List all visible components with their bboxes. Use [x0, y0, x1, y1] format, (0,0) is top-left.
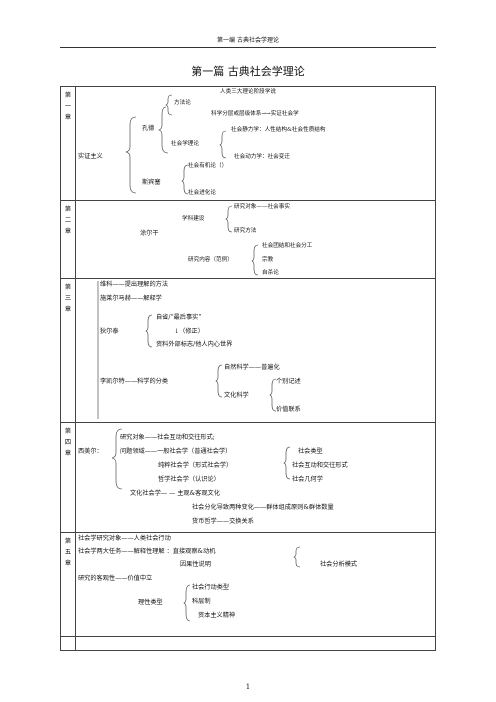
- chapter-char: 四: [64, 439, 72, 446]
- node-label: 研究对象——社会互动和交往形式;: [120, 434, 215, 441]
- node-label: 价值联系: [276, 406, 301, 413]
- node-label: 货币哲学——交换关系: [192, 518, 254, 525]
- node-label: 社会互动和交往形式: [292, 462, 348, 469]
- page-title: 第一篇 古典社会学理论: [191, 65, 305, 78]
- node-label: 李凯尔特——科学的分类: [100, 378, 169, 385]
- chapter-char: 第: [64, 284, 72, 291]
- node-label: 社会进化论: [188, 190, 216, 196]
- chapter-char: 第: [64, 538, 72, 545]
- chapter-char: 章: [64, 306, 72, 313]
- node-label: 资本主义精神: [198, 612, 236, 619]
- chapter-char: 章: [64, 560, 72, 567]
- chapter-3-label: 第 三 章: [61, 282, 75, 315]
- chapter-3-content: 维科——提出理解的方法 施莱尔马赫——解释学 狄尔泰 自省/“最后事实” ↓（修…: [75, 278, 436, 423]
- chapter-5-content: 社会学研究对象——人类社会行动 社会学两大任务——解释性理解 ：直接观察&动机 …: [75, 532, 436, 637]
- chapter-1-label: 第 一 章: [61, 90, 75, 123]
- node-label: 研究的客观性——价值中立: [78, 575, 153, 582]
- chapter-5-row: 第 五 章 社会学研究对象——人类社会行动 社会学两大任务——解释性理解 ：直接…: [60, 532, 436, 637]
- chapter-1-label-cell: 第 一 章: [60, 86, 76, 201]
- node-label: 社会几何学: [292, 476, 323, 483]
- chapter-char: 第: [64, 428, 72, 435]
- chapter-5-label: 第 五 章: [61, 536, 75, 569]
- node-label: 社会团结和社会分工: [262, 243, 313, 249]
- chapter-char: 章: [64, 114, 72, 121]
- node-label: 研究内容（范例）: [188, 257, 233, 263]
- node-label: 宗教: [262, 257, 274, 263]
- chapter-char: 一: [64, 103, 72, 110]
- chapter-2-brackets: [225, 205, 259, 276]
- node-label: 理性类型: [138, 599, 163, 606]
- chapter-char: 三: [64, 295, 72, 302]
- node-label: 科学分层或层级体系→→实证社会学: [211, 111, 299, 117]
- chapter-2-row: 第 二 章 涂尔干 学科建设 研究对象——社会事实 研究方法 研究内容（范例） …: [60, 200, 436, 279]
- chapter-1-content: 实证主义 孔德 方法论 人类三大理论阶段学说 科学分层或层级体系→→实证社会学 …: [75, 86, 436, 201]
- node-label: 狄尔泰: [100, 328, 119, 335]
- node-label: 施莱尔马赫——解释学: [100, 295, 162, 302]
- chapter-5-label-cell: 第 五 章: [60, 532, 76, 637]
- node-label: 学科建设: [182, 216, 205, 222]
- chapter-char: 第: [64, 92, 72, 99]
- node-label: 人类三大理论阶段学说: [220, 89, 276, 95]
- node-label: 社会学两大任务——解释性理解 ：直接观察&动机: [78, 548, 216, 555]
- chapter-2-label-cell: 第 二 章: [60, 200, 76, 279]
- running-header: 第一编 古典社会学理论: [217, 37, 279, 44]
- node-label: 社会类型: [298, 448, 323, 455]
- node-label: 斯宾塞: [142, 179, 161, 186]
- empty-cell: [60, 636, 76, 651]
- chapter-3-row: 第 三 章 维科——提出理解的方法 施莱尔马赫——解释学 狄尔泰 自省/“最后事…: [60, 278, 436, 423]
- node-label: 科层制: [192, 598, 211, 605]
- node-label: 西美尔：: [78, 448, 103, 455]
- empty-row: [60, 636, 436, 651]
- node-label: 社会学理论: [171, 141, 199, 147]
- node-label: 自杀论: [262, 270, 279, 276]
- node-label: ↓（修正）: [174, 328, 204, 335]
- chapter-char: 第: [64, 206, 72, 213]
- header-rule: [60, 47, 436, 48]
- node-label: 社会静力学：人性结构&社会性质结构: [231, 127, 326, 133]
- node-label: 社会动力学：社会变迁: [234, 154, 290, 160]
- node-label: 纯粹社会学（形式社会学）: [158, 462, 233, 469]
- chapter-2-label: 第 二 章: [61, 204, 75, 237]
- chapter-4-label: 第 四 章: [61, 426, 75, 459]
- chapter-1-brackets: [125, 94, 227, 195]
- node-label: 社会学研究对象——人类社会行动: [78, 535, 171, 542]
- node-label: 文化社会学— — 主观&客观文化: [130, 490, 220, 497]
- chapter-char: 二: [64, 217, 72, 224]
- node-label: 自省/“最后事实”: [156, 314, 202, 321]
- node-label: 资料外部标志/他人内心世界: [156, 341, 233, 348]
- empty-cell: [75, 636, 436, 651]
- node-label: 方法论: [174, 100, 191, 106]
- node-label: 社会有机论（）: [188, 163, 228, 169]
- chapter-3-label-cell: 第 三 章: [60, 278, 76, 423]
- node-label: 研究对象——社会事实: [234, 204, 290, 210]
- node-label: 文化科学: [224, 392, 249, 399]
- page-number: 1: [245, 683, 251, 691]
- chapter-char: 章: [64, 228, 72, 235]
- chapter-4-row: 第 四 章 西美尔： 研究对象——社会互动和交往形式; 问题领域——一般社会学（…: [60, 422, 436, 533]
- node-label: 社会分化导致两种变化——群体组成原则&群体数量: [192, 504, 334, 511]
- chapter-2-content: 涂尔干 学科建设 研究对象——社会事实 研究方法 研究内容（范例） 社会团结和社…: [75, 200, 436, 279]
- chapter-1-row: 第 一 章 实证主义 孔德 方法论 人类三大理论阶段学说 科学分层或层级体系→→…: [60, 86, 436, 201]
- node-label: 个别记述: [276, 378, 301, 385]
- outline-table: 第 一 章 实证主义 孔德 方法论 人类三大理论阶段学说 科学分层或层级体系→→…: [60, 86, 436, 651]
- chapter-4-label-cell: 第 四 章: [60, 422, 76, 533]
- chapter-4-content: 西美尔： 研究对象——社会互动和交往形式; 问题领域——一般社会学（普通社会学）…: [75, 422, 436, 533]
- root-label: 实证主义: [78, 153, 103, 160]
- node-label: 哲学社会学（认识论）: [158, 476, 220, 483]
- chapter-char: 章: [64, 450, 72, 457]
- node-label: 自然科学——普遍化: [224, 364, 280, 371]
- node-label: 问题领域——一般社会学（普通社会学）: [120, 448, 232, 455]
- node-label: 孔德: [142, 125, 155, 132]
- node-label: 涂尔干: [140, 230, 159, 237]
- chapter-char: 五: [64, 549, 72, 556]
- node-label: 社会分析模式: [320, 561, 358, 568]
- node-label: 社会行动类型: [192, 584, 230, 591]
- node-label: 因果性说明: [180, 561, 211, 568]
- node-label: 维科——提出理解的方法: [100, 281, 169, 288]
- node-label: 研究方法: [234, 228, 257, 234]
